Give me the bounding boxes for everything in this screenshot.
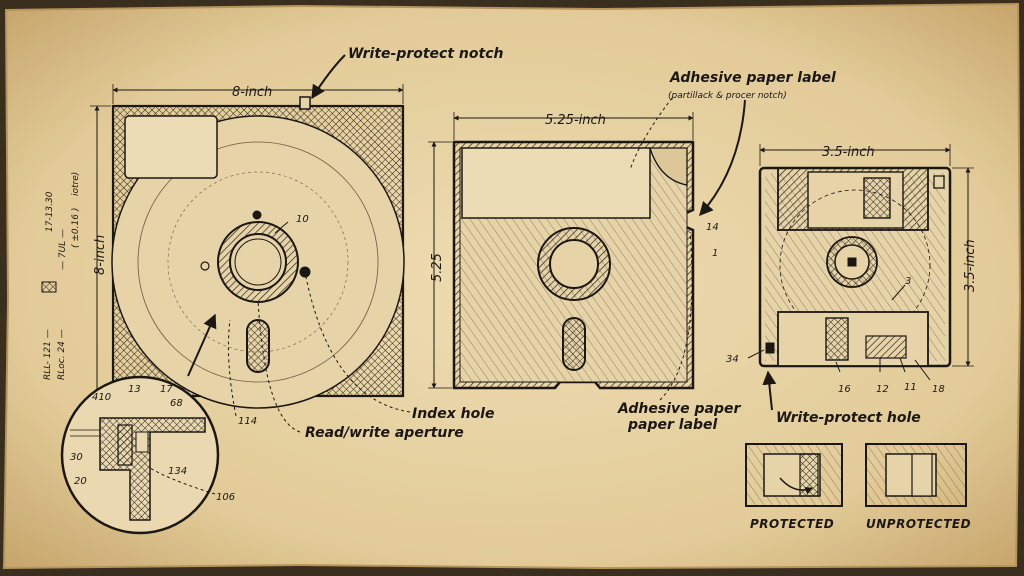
label-protected: PROTECTED: [750, 517, 834, 531]
write-protect-states: [745, 443, 967, 507]
note-tol-a: 17-13.30: [45, 191, 55, 232]
note-tol-d: iotre): [71, 172, 81, 196]
note-rloc: RLoc. 24 —: [57, 329, 67, 380]
label-adhesive-sub: (partillack & procer notch): [668, 91, 787, 101]
callout-134: 134: [168, 466, 187, 477]
leader-lines: [149, 54, 931, 495]
label-adhesive-bottom-1: Adhesive paper: [617, 401, 742, 417]
callout-114: 114: [238, 416, 257, 427]
callout-68: 68: [170, 398, 183, 409]
callout-34: 34: [726, 354, 739, 365]
disk-8-inch: [90, 84, 405, 409]
dim-35-height: 3.5-inch: [963, 239, 978, 292]
dim-8-height: 8-inch: [93, 235, 108, 275]
callout-106: 106: [216, 492, 235, 503]
disk-5-25-inch: [428, 97, 746, 390]
callout-3: 3: [905, 276, 911, 287]
callout-12: 12: [876, 384, 889, 395]
label-write-protect-hole: Write-protect hole: [776, 410, 921, 426]
callout-11: 11: [904, 382, 917, 393]
callout-30: 30: [70, 452, 83, 463]
dim-8-width: 8-inch: [232, 85, 272, 100]
note-tol-b: — 7UL —: [58, 229, 68, 270]
label-write-protect-notch: Write-protect notch: [348, 46, 503, 62]
callout-20: 20: [74, 476, 87, 487]
label-read-write-aperture: Read/write aperture: [305, 425, 464, 441]
callout-14: 14: [706, 222, 719, 233]
callout-10: 10: [296, 214, 309, 225]
callout-18: 18: [932, 384, 945, 395]
callout-410: 410: [92, 392, 111, 403]
dim-525-width: 5.25-inch: [545, 113, 606, 128]
callout-1: 1: [712, 248, 718, 259]
callout-16: 16: [838, 384, 851, 395]
label-unprotected: UNPROTECTED: [866, 517, 971, 531]
dim-525-height: 5.25: [430, 253, 445, 282]
dim-35-width: 3.5-inch: [822, 145, 875, 160]
note-rll: RLL- 121 —: [43, 329, 53, 380]
label-index-hole: Index hole: [412, 406, 494, 422]
callout-13: 13: [128, 384, 141, 395]
detail-magnifier: [60, 313, 220, 535]
note-swatch: [41, 281, 57, 293]
label-adhesive-bottom-2: paper label: [627, 417, 718, 433]
label-adhesive-top: Adhesive paper label: [669, 70, 836, 86]
note-tol-c: ( ±0.16 ): [71, 208, 81, 248]
disk-3-5-inch: [758, 144, 974, 411]
callout-17: 17: [160, 384, 173, 395]
